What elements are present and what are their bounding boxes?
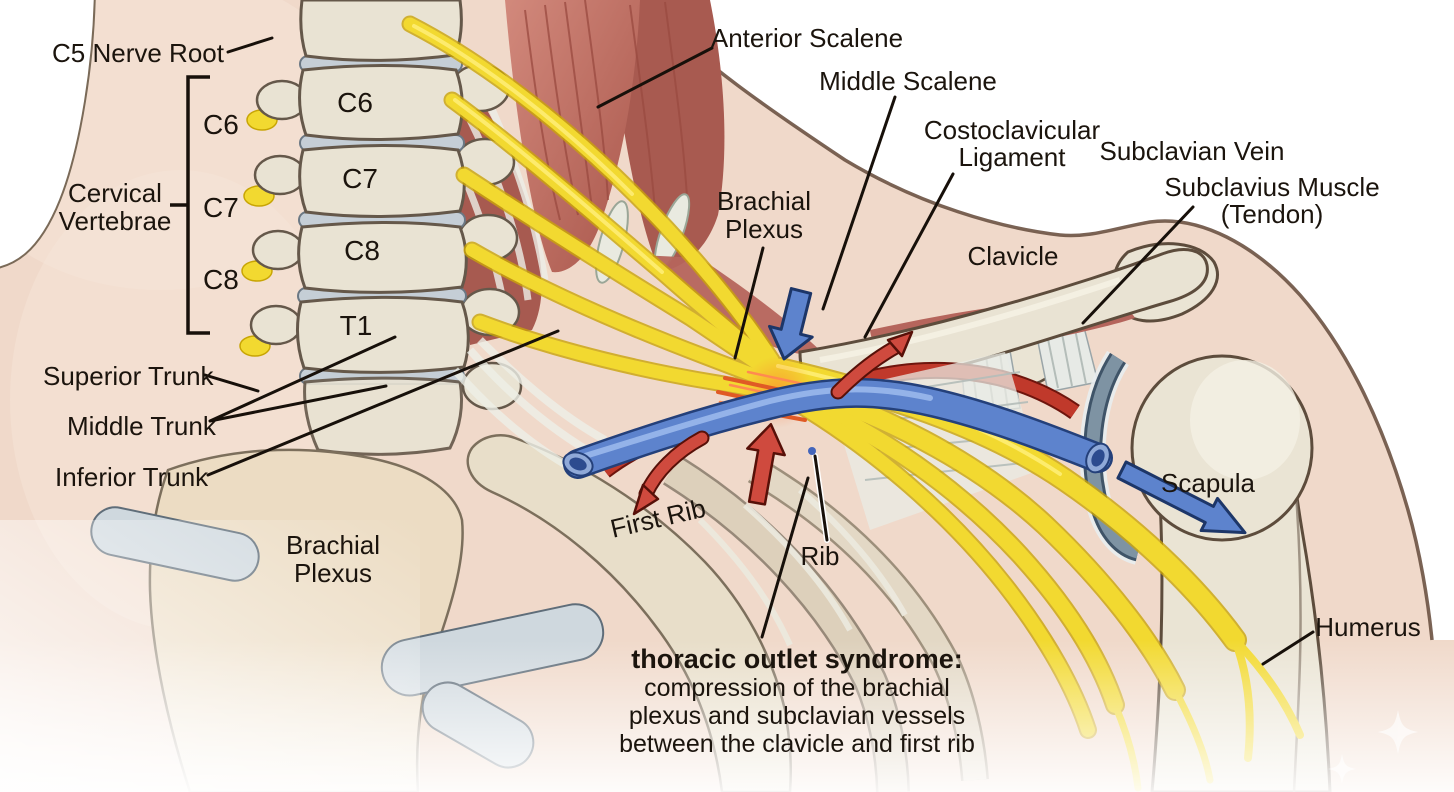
humeral-head-highlight [1190, 360, 1300, 480]
costoclavicular-ligament-leader-line [863, 172, 955, 339]
background-white-area [648, 0, 1454, 640]
label-costoclavicular-2: Ligament [959, 142, 1067, 172]
label-brachial-plexus-lower-2: Plexus [294, 558, 372, 588]
brachial-plexus-leader-line [733, 246, 765, 360]
arterial-flow-curved-arrow-icon [632, 430, 710, 516]
caption-line-2: plexus and subclavian vessels [629, 702, 965, 730]
caption-line-3: between the clavicle and first rib [619, 730, 975, 758]
middle-trunk-leader-lines [208, 335, 397, 423]
label-bracket-c6: C6 [203, 109, 239, 140]
label-vertebra-c8: C8 [344, 235, 380, 266]
arterial-flow-up-arrow-icon [746, 422, 786, 506]
compression-arrow-down-icon [767, 287, 814, 361]
label-bracket-c7: C7 [203, 192, 239, 223]
cervical-spine [239, 0, 523, 456]
label-clavicle: Clavicle [967, 241, 1058, 271]
label-subclavian-vein: Subclavian Vein [1099, 136, 1284, 166]
venous-flow-arrow-icon [1116, 460, 1247, 535]
cervical-vertebrae-bracket [170, 75, 210, 335]
label-rib: Rib [800, 541, 839, 571]
chin-white-shape [0, 0, 96, 269]
middle-scalene-leader-line [821, 95, 897, 311]
label-inferior-trunk: Inferior Trunk [55, 462, 209, 492]
anterior-scalene-leader-line [596, 46, 714, 109]
clavicle-highlight [819, 277, 1121, 363]
humerus-leader-line [1261, 630, 1315, 666]
middle-scalene-muscle [608, 0, 725, 272]
label-vertebra-c7: C7 [342, 163, 378, 194]
label-brachial-plexus-lower-1: Brachial [286, 530, 380, 560]
label-subclavius-1: Subclavius Muscle [1164, 172, 1379, 202]
label-subclavius-2: (Tendon) [1221, 199, 1324, 229]
label-costoclavicular-1: Costoclavicular [924, 115, 1101, 145]
subclavian-vein-vessel [562, 377, 1113, 479]
label-cervical-vertebrae-1: Cervical [68, 178, 162, 208]
superior-trunk-leader-line [203, 373, 260, 393]
label-middle-scalene: Middle Scalene [819, 66, 997, 96]
vertebral-bodies [296, 0, 470, 456]
caption-block: thoracic outlet syndrome: compression of… [619, 644, 975, 758]
label-vertebra-c6: C6 [337, 87, 373, 118]
label-humerus: Humerus [1315, 612, 1420, 642]
intercostal-fascia [697, 487, 908, 647]
label-superior-trunk: Superior Trunk [43, 361, 215, 391]
label-brachial-plexus-upper-2: Plexus [725, 214, 803, 244]
label-c5-nerve-root: C5 Nerve Root [52, 38, 225, 68]
label-bracket-c8: C8 [203, 264, 239, 295]
corner-fade [0, 520, 420, 792]
arterial-flow-upright-arrow-icon [830, 330, 914, 400]
caption-line-1: compression of the brachial [644, 674, 950, 702]
rib-leader-line [813, 454, 829, 542]
inferior-trunk-leader-line [206, 329, 560, 477]
label-middle-trunk: Middle Trunk [67, 411, 217, 441]
caption-leader-line [760, 476, 810, 639]
caption-title: thoracic outlet syndrome: [631, 644, 963, 674]
label-anterior-scalene: Anterior Scalene [711, 23, 903, 53]
label-vertebra-t1: T1 [340, 310, 373, 341]
label-brachial-plexus-upper-1: Brachial [717, 186, 811, 216]
skin-highlight [0, 0, 370, 290]
shoulder-silhouette-line [646, 6, 1434, 641]
label-cervical-vertebrae-2: Vertebrae [59, 206, 172, 236]
label-scapula: Scapula [1161, 468, 1255, 498]
c5-nerve-root-leader-line [226, 36, 274, 54]
subclavius-muscle-leader-line [1081, 205, 1195, 325]
rib-pointer-dot [808, 447, 816, 455]
